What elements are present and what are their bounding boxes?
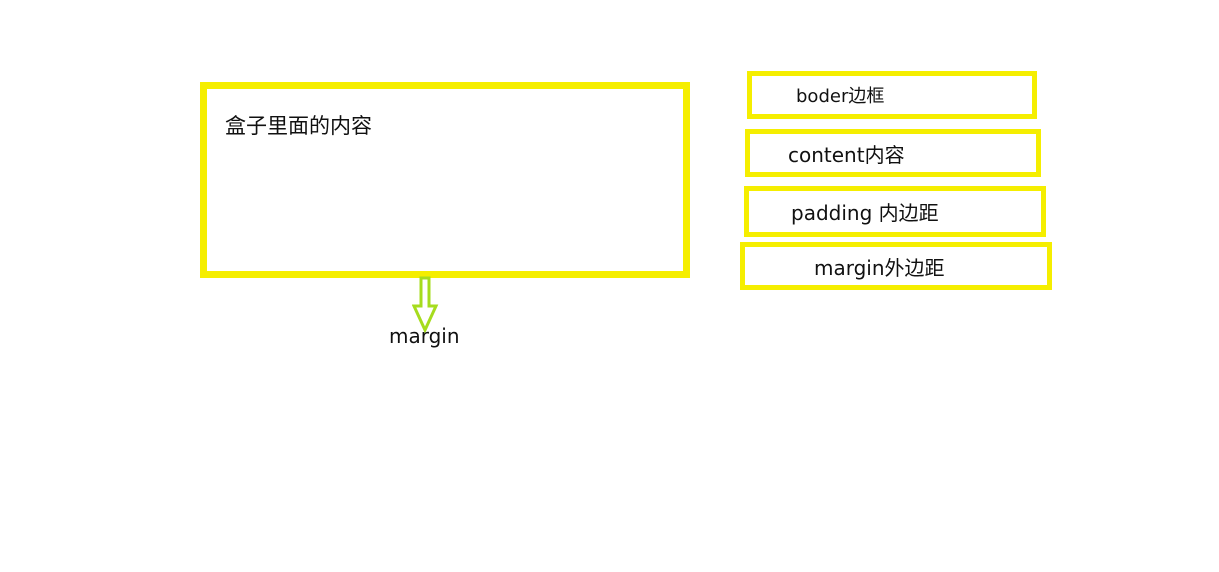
legend-item-content: content内容 bbox=[745, 129, 1041, 177]
legend-item-border-label: boder边框 bbox=[796, 86, 885, 107]
legend-item-padding: padding 内边距 bbox=[744, 186, 1046, 237]
legend-item-padding-label: padding 内边距 bbox=[791, 201, 939, 225]
down-arrow-icon bbox=[412, 276, 439, 334]
legend-item-margin-label: margin外边距 bbox=[814, 255, 945, 280]
margin-label: margin bbox=[389, 324, 460, 348]
legend-item-border: boder边框 bbox=[747, 71, 1037, 119]
legend-item-margin: margin外边距 bbox=[740, 242, 1052, 290]
legend-item-content-label: content内容 bbox=[788, 142, 905, 167]
content-box-text: 盒子里面的内容 bbox=[225, 114, 372, 138]
content-box: 盒子里面的内容 bbox=[200, 82, 690, 278]
